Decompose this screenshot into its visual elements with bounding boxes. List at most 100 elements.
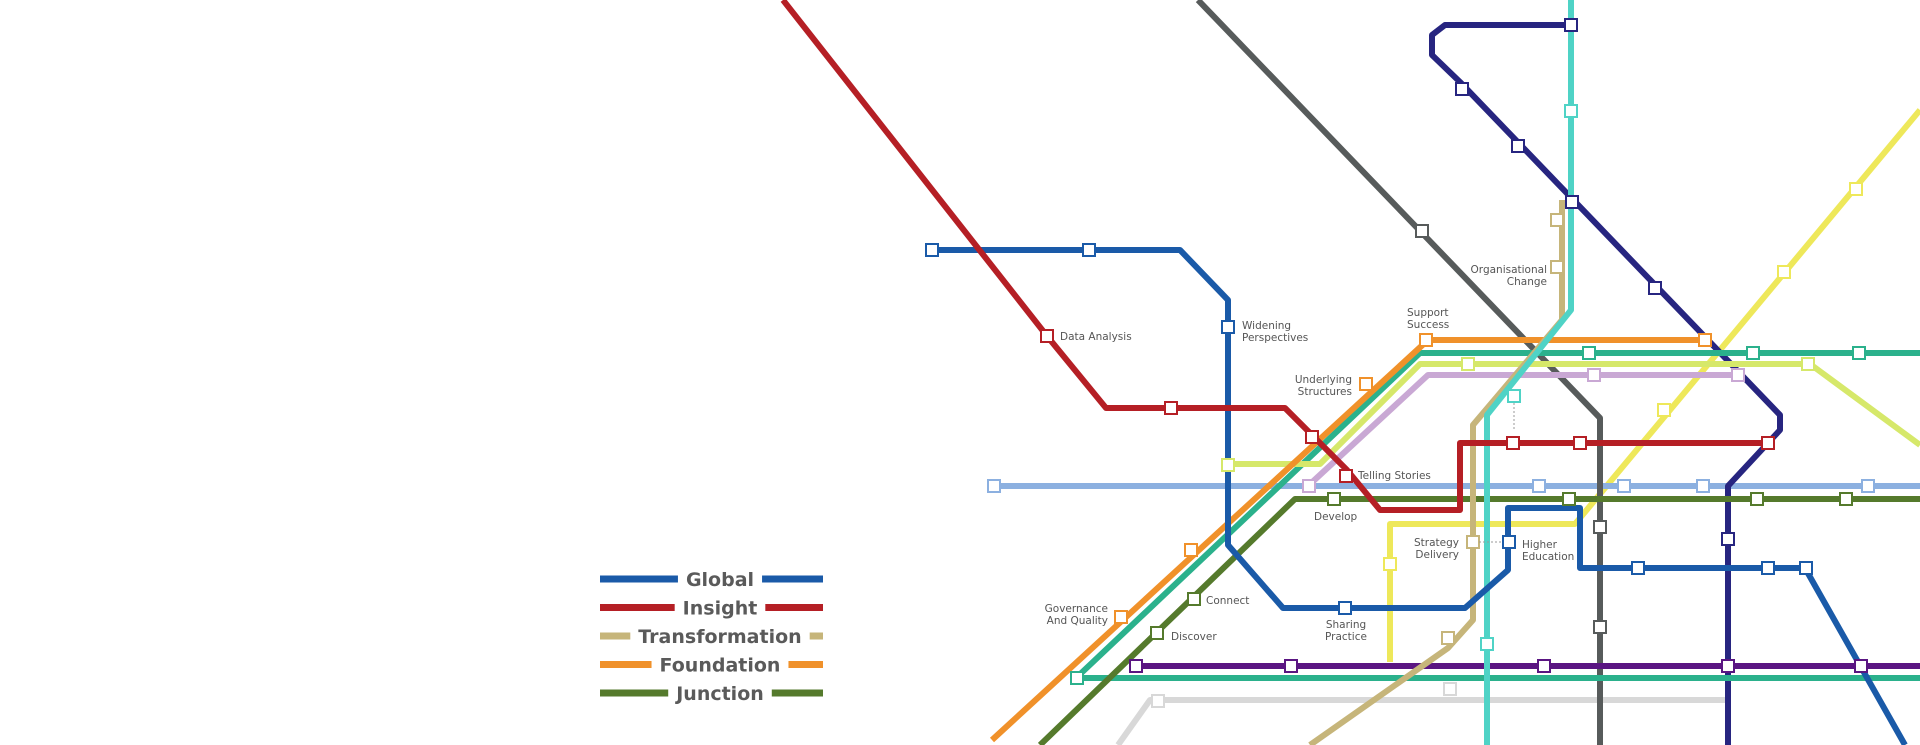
station-marker[interactable] xyxy=(1187,592,1201,606)
station-marker[interactable] xyxy=(1761,436,1775,450)
station-marker[interactable] xyxy=(1550,213,1564,227)
label-support-success: Support xyxy=(1407,307,1449,319)
label-governance-quality: Governance xyxy=(1045,603,1108,615)
station-marker[interactable] xyxy=(1861,479,1875,493)
station-marker[interactable] xyxy=(1040,329,1054,343)
station-marker[interactable] xyxy=(1114,610,1128,624)
station-marker[interactable] xyxy=(1502,535,1516,549)
station-marker[interactable] xyxy=(1698,333,1712,347)
station-marker[interactable] xyxy=(1461,357,1475,371)
station-marker[interactable] xyxy=(925,243,939,257)
station-marker[interactable] xyxy=(1221,320,1235,334)
station-marker[interactable] xyxy=(1506,436,1520,450)
label-connect: Connect xyxy=(1206,595,1249,607)
station-marker[interactable] xyxy=(1631,561,1645,575)
label-higher-education: Higher xyxy=(1522,539,1558,551)
station-marker[interactable] xyxy=(1339,469,1353,483)
line-junction xyxy=(1037,496,1920,745)
station-marker[interactable] xyxy=(1164,401,1178,415)
station-marker[interactable] xyxy=(1801,357,1815,371)
station-marker[interactable] xyxy=(987,479,1001,493)
station-marker[interactable] xyxy=(1443,682,1457,696)
legend-label: Foundation xyxy=(660,655,781,677)
station-marker[interactable] xyxy=(1284,659,1298,673)
station-marker[interactable] xyxy=(1082,243,1096,257)
station-marker[interactable] xyxy=(1507,389,1521,403)
station-marker[interactable] xyxy=(1721,532,1735,546)
station-marker[interactable] xyxy=(1537,659,1551,673)
station-marker[interactable] xyxy=(1777,265,1791,279)
station-marker[interactable] xyxy=(1721,659,1735,673)
label-strategy-delivery: Strategy xyxy=(1414,537,1459,549)
legend: GlobalInsightTransformationFoundationJun… xyxy=(600,569,823,705)
label-develop: Develop xyxy=(1314,511,1358,523)
station-marker[interactable] xyxy=(1617,479,1631,493)
station-marker[interactable] xyxy=(1587,368,1601,382)
station-marker[interactable] xyxy=(1455,82,1469,96)
station-marker[interactable] xyxy=(1657,403,1671,417)
label-sharing-practice: Practice xyxy=(1325,631,1367,643)
legend-label: Global xyxy=(686,569,754,591)
line-light-grey xyxy=(1115,697,1730,745)
line-transformation xyxy=(1308,200,1565,745)
station-marker[interactable] xyxy=(1441,631,1455,645)
station-marker[interactable] xyxy=(1466,535,1480,549)
station-marker[interactable] xyxy=(1511,139,1525,153)
station-marker[interactable] xyxy=(1564,18,1578,32)
station-marker[interactable] xyxy=(1305,430,1319,444)
station-marker[interactable] xyxy=(1731,368,1745,382)
station-marker[interactable] xyxy=(1150,626,1164,640)
station-marker[interactable] xyxy=(1593,620,1607,634)
station-marker[interactable] xyxy=(1761,561,1775,575)
station-marker[interactable] xyxy=(1383,557,1397,571)
station-marker[interactable] xyxy=(1648,281,1662,295)
station-marker[interactable] xyxy=(1480,637,1494,651)
label-strategy-delivery: Delivery xyxy=(1415,549,1459,561)
station-marker[interactable] xyxy=(1415,224,1429,238)
line-yellow xyxy=(1387,108,1920,662)
label-data-analysis: Data Analysis xyxy=(1060,331,1132,343)
station-marker[interactable] xyxy=(1750,492,1764,506)
station-marker[interactable] xyxy=(1746,346,1760,360)
station-marker[interactable] xyxy=(1852,346,1866,360)
station-marker[interactable] xyxy=(1221,458,1235,472)
legend-label: Junction xyxy=(674,683,764,705)
line-turquoise xyxy=(1484,0,1574,745)
station-marker[interactable] xyxy=(1302,479,1316,493)
station-marker[interactable] xyxy=(1696,479,1710,493)
station-marker[interactable] xyxy=(1151,694,1165,708)
legend-label: Transformation xyxy=(638,626,801,648)
line-lilac xyxy=(1305,372,1740,489)
station-marker[interactable] xyxy=(1419,333,1433,347)
label-underlying-structures: Underlying xyxy=(1295,374,1352,386)
station-marker[interactable] xyxy=(1839,492,1853,506)
station-marker[interactable] xyxy=(1359,377,1373,391)
label-underlying-structures: Structures xyxy=(1298,386,1352,398)
label-sharing-practice: Sharing xyxy=(1326,619,1366,631)
label-higher-education: Education xyxy=(1522,551,1574,563)
station-marker[interactable] xyxy=(1565,195,1579,209)
station-marker[interactable] xyxy=(1582,346,1596,360)
station-marker[interactable] xyxy=(1550,260,1564,274)
station-marker[interactable] xyxy=(1849,182,1863,196)
label-organisational-change: Change xyxy=(1507,276,1547,288)
station-marker[interactable] xyxy=(1129,659,1143,673)
label-governance-quality: And Quality xyxy=(1047,615,1108,627)
station-marker[interactable] xyxy=(1564,104,1578,118)
label-widening-perspectives: Perspectives xyxy=(1242,332,1308,344)
station-marker[interactable] xyxy=(1070,671,1084,685)
label-organisational-change: Organisational xyxy=(1471,264,1547,276)
station-marker[interactable] xyxy=(1184,543,1198,557)
station-marker[interactable] xyxy=(1532,479,1546,493)
line-grey xyxy=(1195,0,1603,745)
station-marker[interactable] xyxy=(1799,561,1813,575)
station-marker[interactable] xyxy=(1593,520,1607,534)
station-marker[interactable] xyxy=(1562,492,1576,506)
station-marker[interactable] xyxy=(1327,492,1341,506)
station-marker[interactable] xyxy=(1338,601,1352,615)
label-support-success: Success xyxy=(1407,319,1449,331)
label-widening-perspectives: Widening xyxy=(1242,320,1291,332)
station-marker[interactable] xyxy=(1854,659,1868,673)
station-marker[interactable] xyxy=(1573,436,1587,450)
